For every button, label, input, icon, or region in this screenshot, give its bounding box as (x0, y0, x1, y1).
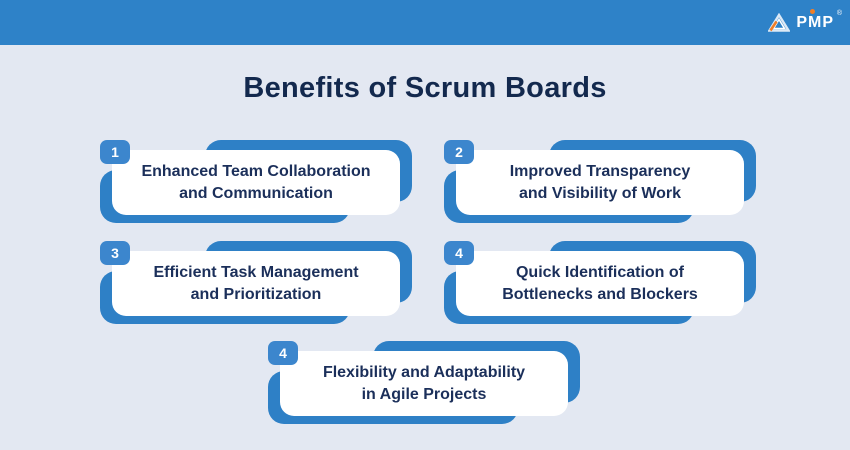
page-title: Benefits of Scrum Boards (243, 72, 607, 104)
card-text-line2: and Prioritization (190, 285, 322, 303)
card-text-line2: and Communication (179, 184, 333, 202)
brand-logo: PMP ® (768, 0, 842, 45)
card-number-badge: 3 (100, 241, 130, 265)
card-number-badge: 4 (444, 241, 474, 265)
card-text-line1: Improved Transparency (509, 163, 691, 181)
benefit-card-4: Quick Identification of Bottlenecks and … (444, 241, 756, 329)
card-text-line1: Efficient Task Management (153, 264, 359, 282)
benefit-card-2: Improved Transparency and Visibility of … (444, 140, 756, 228)
card-number-badge: 1 (100, 140, 130, 164)
card-text-line2: Bottlenecks and Blockers (502, 285, 698, 303)
card-number-badge: 4 (268, 341, 298, 365)
logo-text: PMP (796, 13, 834, 31)
logo-triangle-icon (768, 13, 791, 32)
header-bar: PMP ® (0, 0, 850, 45)
card-number-badge: 2 (444, 140, 474, 164)
benefit-card-1: Enhanced Team Collaboration and Communic… (100, 140, 412, 228)
logo-dot-icon (810, 8, 816, 14)
card-text-line1: Flexibility and Adaptability (322, 364, 526, 382)
logo-text-wrap: PMP ® (796, 8, 842, 32)
card-panel: Efficient Task Management and Prioritiza… (112, 251, 400, 316)
benefit-card-3: Efficient Task Management and Prioritiza… (100, 241, 412, 329)
card-panel: Enhanced Team Collaboration and Communic… (112, 150, 400, 215)
card-text-line1: Quick Identification of (515, 264, 684, 282)
card-panel: Flexibility and Adaptability in Agile Pr… (280, 351, 568, 416)
card-text-line1: Enhanced Team Collaboration (141, 163, 371, 181)
benefit-card-5: Flexibility and Adaptability in Agile Pr… (268, 341, 580, 429)
card-text-line2: and Visibility of Work (518, 184, 682, 202)
card-panel: Improved Transparency and Visibility of … (456, 150, 744, 215)
logo-registered-mark: ® (836, 9, 842, 17)
card-panel: Quick Identification of Bottlenecks and … (456, 251, 744, 316)
card-text-line2: in Agile Projects (361, 385, 487, 403)
